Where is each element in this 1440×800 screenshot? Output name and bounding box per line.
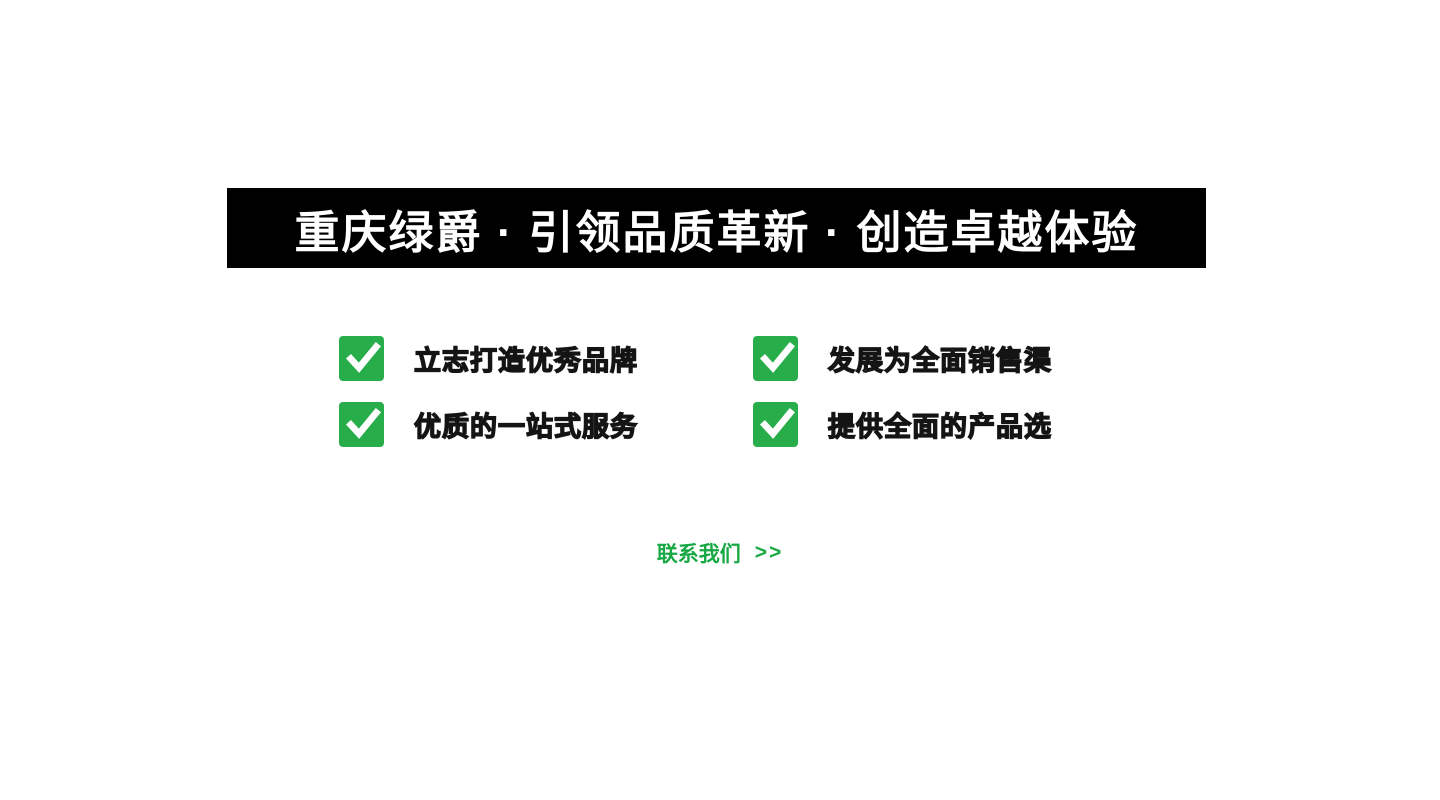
feature-label: 提供全面的产品选: [827, 411, 1052, 442]
feature-label: 发展为全面销售渠: [827, 345, 1052, 376]
check-icon: [753, 335, 798, 381]
feature-item: 立志打造优秀品牌: [339, 335, 638, 381]
feature-label: 优质的一站式服务: [413, 411, 638, 442]
feature-item: 发展为全面销售渠: [753, 335, 1052, 381]
contact-us-label: 联系我们: [656, 543, 741, 566]
page-title: 重庆绿爵 · 引领品质革新 · 创造卓越体验: [294, 206, 1139, 258]
check-icon: [753, 401, 798, 447]
feature-item: 提供全面的产品选: [753, 401, 1052, 447]
headline-banner: 重庆绿爵 · 引领品质革新 · 创造卓越体验: [227, 188, 1206, 268]
feature-item: 优质的一站式服务: [339, 401, 638, 447]
double-arrow-icon: >>: [754, 541, 784, 564]
check-icon: [339, 401, 384, 447]
feature-label: 立志打造优秀品牌: [413, 345, 638, 376]
contact-us-link[interactable]: 联系我们 >>: [657, 538, 784, 568]
check-icon: [339, 335, 384, 381]
